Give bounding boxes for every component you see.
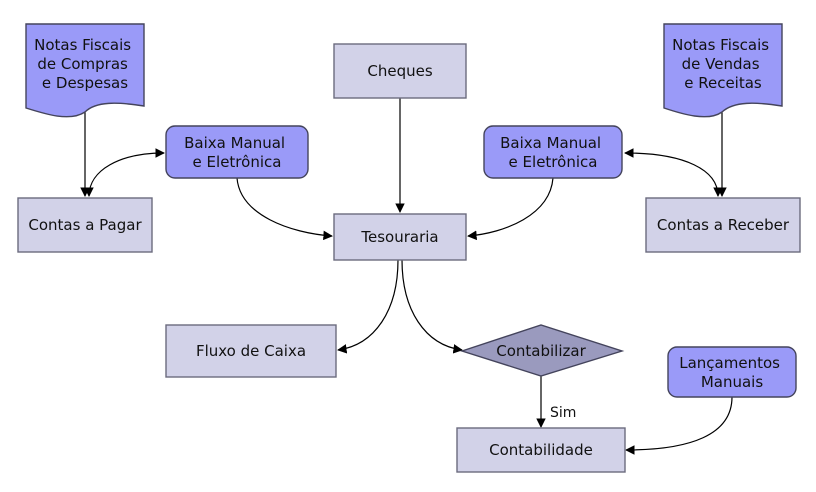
svg-text:Baixa Manual e Eletrônic: Baixa Manual e Eletrônica [500,134,606,171]
node-cheques: Cheques [333,43,467,99]
node-notas-vendas: Notas Fiscais de Vendas e Receitas [663,23,783,118]
svg-text:Notas Fiscais de Compras: Notas Fiscais de Compras e Despesas [34,36,136,92]
edges [80,98,733,455]
edge-contas-receber-baixa-dir [624,148,723,197]
edge-baixa-esq-to-tesouraria [236,177,333,241]
svg-text:Contas a Receber: Contas a Receber [657,216,790,234]
svg-text:Contas a Pagar: Contas a Pagar [28,216,142,234]
node-contabilizar-decision: Contabilizar [459,324,625,377]
svg-text:Lançamentos Manuais: Lançamentos Manuais [679,354,785,391]
edge-contas-pagar-baixa-esq [84,148,165,197]
edge-tesouraria-to-fluxo-caixa [337,259,399,354]
edge-lancamentos-to-contabilidade [625,396,733,455]
svg-text:Contabilizar: Contabilizar [496,342,586,360]
node-lancamentos-manuais: Lançamentos Manuais [667,346,797,398]
edge-label-sim: Sim [550,405,576,421]
node-baixa-manual-esquerda: Baixa Manual e Eletrônica [165,125,309,179]
node-contabilidade: Contabilidade [456,427,626,473]
svg-text:Tesouraria: Tesouraria [360,228,438,246]
svg-text:Cheques: Cheques [367,62,432,80]
svg-text:Baixa Manual e Eletrônic: Baixa Manual e Eletrônica [184,134,290,171]
node-baixa-manual-direita: Baixa Manual e Eletrônica [483,125,623,179]
edge-baixa-dir-to-tesouraria [467,177,554,241]
node-contas-receber: Contas a Receber [645,197,801,253]
node-contas-pagar: Contas a Pagar [17,197,153,253]
svg-text:Fluxo de Caixa: Fluxo de Caixa [196,342,306,360]
node-notas-compras: Notas Fiscais de Compras e Despesas [25,23,145,118]
node-fluxo-caixa: Fluxo de Caixa [165,324,337,378]
svg-text:Notas Fiscais de Vendas: Notas Fiscais de Vendas e Receitas [672,36,774,92]
node-tesouraria: Tesouraria [333,213,467,261]
svg-text:Contabilidade: Contabilidade [489,441,593,459]
edge-tesouraria-to-contabilizar [401,259,463,354]
